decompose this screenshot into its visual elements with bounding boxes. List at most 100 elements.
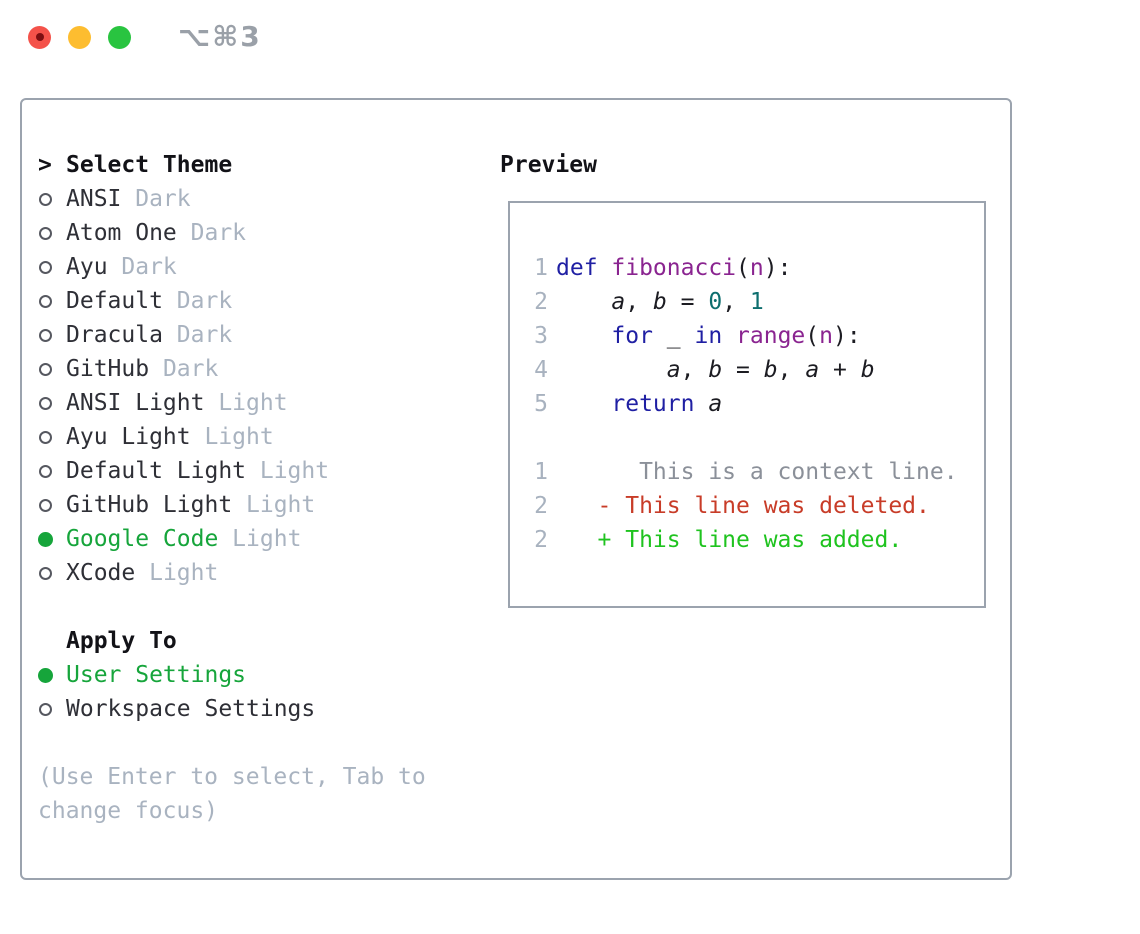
traffic-light-zoom-icon[interactable] [108,25,131,49]
theme-name: GitHub Light [66,492,233,518]
radio-cell [38,430,66,444]
theme-name: GitHub [66,356,150,382]
theme-variant-badge: Light [135,560,219,586]
code-token: ): [833,323,861,349]
code-text: return a [556,387,722,421]
code-text: for _ in range(n): [556,319,861,353]
code-token: , [722,289,750,315]
code-token: 0 [708,289,723,315]
theme-variant-badge: Light [232,492,316,518]
hint-text-line1: (Use Enter to select, Tab to [38,764,426,790]
theme-variant-badge: Dark [162,288,233,314]
radio-selected-icon [38,667,53,683]
theme-option[interactable]: Google Code Light [38,522,478,556]
apply-option[interactable]: Workspace Settings [38,692,478,726]
theme-option[interactable]: GitHub Light Light [38,488,478,522]
line-number: 2 [534,493,548,519]
radio-icon [39,464,52,478]
theme-name: Google Code [66,526,219,552]
spacer [38,726,478,760]
theme-name: XCode [66,560,136,586]
radio-cell [38,464,66,478]
code-token: b [763,357,778,383]
line-number: 2 [534,289,548,315]
radio-icon [39,294,52,308]
theme-option[interactable]: Atom One Dark [38,216,478,250]
radio-icon [39,702,52,716]
code-token: - This line was deleted. [556,493,930,519]
theme-option[interactable]: ANSI Dark [38,182,478,216]
theme-option[interactable]: Dracula Dark [38,318,478,352]
theme-option[interactable]: Default Light Light [38,454,478,488]
code-token: a [611,289,626,315]
radio-icon [39,328,52,342]
radio-cell [38,531,66,547]
code-text: - This line was deleted. [556,489,930,523]
theme-variant-badge: Light [204,390,288,416]
traffic-light-close-icon[interactable] [28,25,51,49]
radio-icon [39,192,52,206]
theme-name: ANSI Light [66,390,205,416]
code-line: 1 This is a context line. [532,455,984,489]
radio-cell [38,260,66,274]
line-number: 2 [534,527,548,553]
theme-name: Default Light [66,458,247,484]
preview-label: Preview [500,152,597,178]
code-token: _ [652,323,695,349]
code-token: + [819,357,861,383]
radio-icon [39,260,52,274]
theme-name: Dracula [66,322,163,348]
theme-option[interactable]: GitHub Dark [38,352,478,386]
code-line: 5 return a [532,387,984,421]
select-theme-header-label: Select Theme [66,152,233,178]
radio-cell [38,566,66,580]
code-line: 4 a, b = b, a + b [532,353,984,387]
traffic-light-minimize-icon[interactable] [68,25,91,49]
theme-option[interactable]: Ayu Dark [38,250,478,284]
code-text: a, b = b, a + b [556,353,875,387]
code-token: a [805,357,820,383]
theme-option[interactable]: Ayu Light Light [38,420,478,454]
code-token: in [694,323,723,349]
line-number: 4 [534,357,548,383]
theme-option[interactable]: Default Dark [38,284,478,318]
radio-cell [38,294,66,308]
caret-icon: > [38,152,52,178]
theme-variant-badge: Dark [162,322,233,348]
code-text: a, b = 0, 1 [556,285,763,319]
code-token [722,323,736,349]
line-number: 5 [534,391,548,417]
theme-variant-badge: Dark [107,254,177,280]
radio-cell [38,396,66,410]
theme-name: Atom One [66,220,177,246]
code-token: def [556,255,612,281]
code-token [556,289,611,315]
theme-name: Ayu Light [66,424,191,450]
line-number: 1 [534,255,548,281]
window-title: ⌥⌘3 [178,20,262,53]
code-token: , [625,289,653,315]
line-number: 1 [534,459,548,485]
theme-name: Default [66,288,163,314]
apply-to-header: Apply To [38,624,478,658]
theme-variant-badge: Light [246,458,330,484]
code-text: This is a context line. [556,455,958,489]
code-token: b [652,289,667,315]
code-token: = [722,357,764,383]
theme-option[interactable]: XCode Light [38,556,478,590]
apply-option-label: User Settings [66,662,247,688]
code-token: ): [763,255,792,281]
code-token: This is a context line. [556,459,958,485]
radio-icon [39,396,52,410]
radio-cell [38,192,66,206]
theme-option[interactable]: ANSI Light Light [38,386,478,420]
radio-cell [38,498,66,512]
radio-icon [39,566,52,580]
theme-variant-badge: Light [218,526,302,552]
apply-option[interactable]: User Settings [38,658,478,692]
code-token: n [749,255,764,281]
code-token [556,357,667,383]
